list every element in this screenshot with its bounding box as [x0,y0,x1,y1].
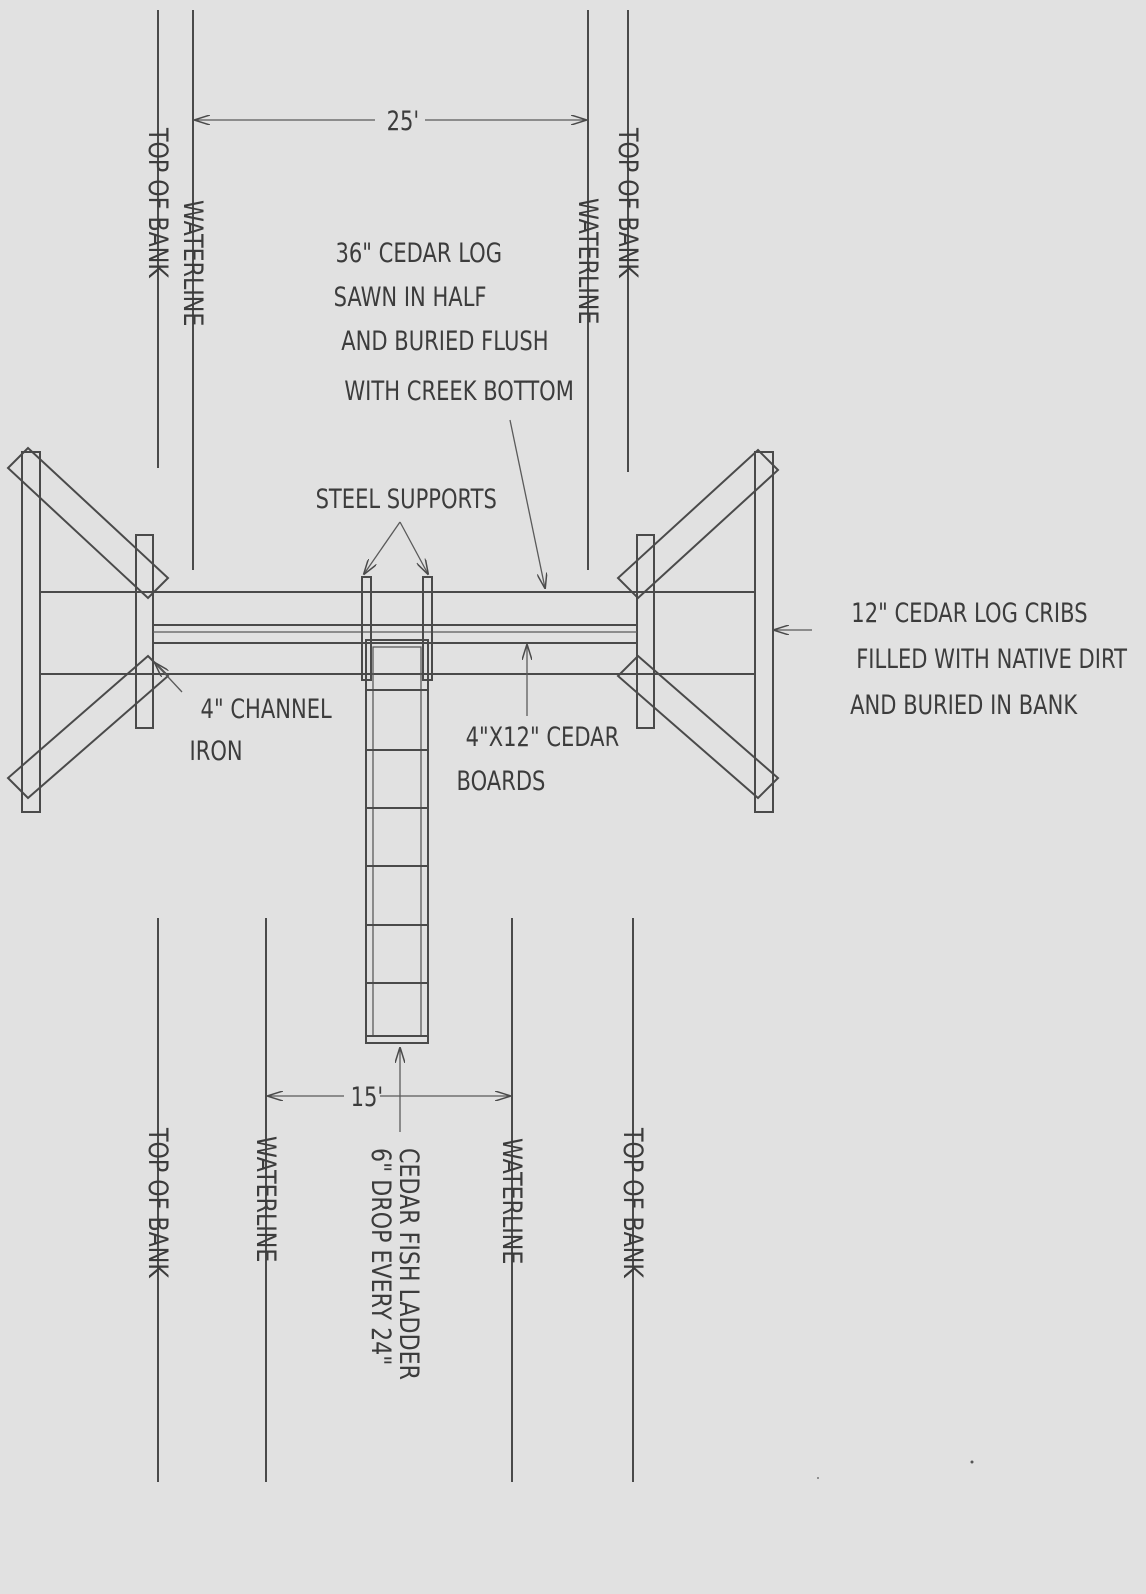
fish-ladder-line-2: 6" DROP EVERY 24" [365,1148,397,1365]
upstream-vertical-labels: TOP OF BANK WATERLINE WATERLINE TOP OF B… [142,127,644,326]
log-cribs-line-1: 12" CEDAR LOG CRIBS [851,597,1087,628]
log-cribs-line-2: FILLED WITH NATIVE DIRT [856,643,1127,674]
scan-speck [970,1460,974,1464]
downstream-width-label: 15' [351,1081,384,1112]
steel-supports-label: STEEL SUPPORTS [316,483,497,514]
upstream-width-label: 25' [387,105,420,136]
downstream-vertical-labels: TOP OF BANK WATERLINE WATERLINE TOP OF B… [142,1127,649,1380]
left-crib-inner-log [135,534,154,729]
label-waterline-upstream-left: WATERLINE [177,200,209,326]
scan-speck [817,1477,819,1479]
cedar-log-annotation: 36" CEDAR LOG SAWN IN HALF AND BURIED FL… [334,237,574,588]
channel-iron-leader [155,663,183,693]
cedar-log-leader [509,419,545,588]
cedar-log-line-4: WITH CREEK BOTTOM [344,375,574,406]
left-log-crib [6,446,170,813]
label-waterline-downstream-right: WATERLINE [496,1138,528,1264]
label-waterline-downstream-left: WATERLINE [250,1136,282,1262]
upstream-width-dimension: 25' [195,105,586,137]
right-crib-outer-log [754,451,774,813]
upstream-bank-lines [157,10,629,570]
cedar-log-line-3: AND BURIED FLUSH [341,325,548,356]
steel-supports-annotation: STEEL SUPPORTS [316,483,497,574]
channel-iron-line-2: IRON [189,735,242,766]
log-cribs-annotation: 12" CEDAR LOG CRIBS FILLED WITH NATIVE D… [774,597,1127,721]
downstream-bank-lines [157,918,634,1482]
cedar-log-line-1: 36" CEDAR LOG [335,237,502,268]
cedar-boards-line-2: BOARDS [457,765,546,796]
channel-iron-line-1: 4" CHANNEL [201,693,333,724]
cedar-boards-annotation: 4"X12" CEDAR BOARDS [457,645,620,797]
cedar-boards-line-1: 4"X12" CEDAR [466,721,620,752]
right-log-crib [616,448,780,813]
fish-ladder-steps [366,689,428,1037]
steel-supports-leader-right [399,521,428,574]
cedar-log-line-2: SAWN IN HALF [334,281,487,312]
fish-ladder-inner-wall [372,646,422,1037]
weir-structure [40,591,755,675]
fish-ladder [365,639,429,1044]
right-crib-lower-diagonal-log [616,654,780,800]
label-top-of-bank-upstream-left: TOP OF BANK [142,127,174,278]
fish-ladder-outline [365,639,429,1044]
log-cribs-line-3: AND BURIED IN BANK [850,689,1078,720]
label-top-of-bank-downstream-right: TOP OF BANK [617,1127,649,1278]
channel-iron-annotation: 4" CHANNEL IRON [155,663,332,767]
label-waterline-upstream-right: WATERLINE [572,198,604,324]
downstream-width-dimension: 15' [268,1081,510,1113]
left-crib-outer-log [21,451,41,813]
label-top-of-bank-downstream-left: TOP OF BANK [142,1127,174,1278]
steel-supports-leader-left [364,521,401,574]
fish-ladder-line-1: CEDAR FISH LADDER [393,1148,425,1380]
left-crib-upper-diagonal-log [6,446,170,600]
right-crib-upper-diagonal-log [616,448,780,600]
label-top-of-bank-upstream-right: TOP OF BANK [612,127,644,278]
